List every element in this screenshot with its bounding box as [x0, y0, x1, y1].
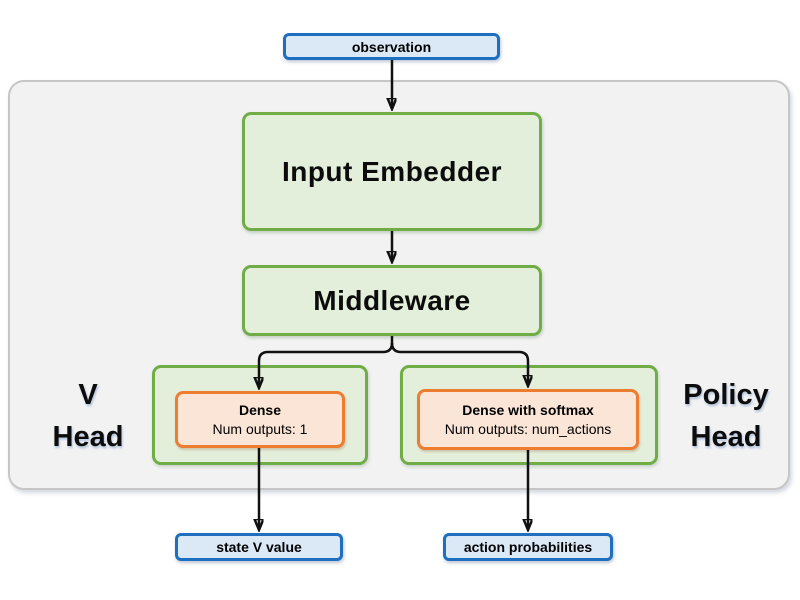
middleware-node: Middleware: [242, 265, 542, 336]
policy-head-label-line2: Head: [690, 421, 762, 453]
policy-head-dense-title: Dense with softmax: [462, 402, 594, 418]
v-head-dense-detail: Num outputs: 1: [212, 421, 308, 437]
action-probabilities-label: action probabilities: [463, 539, 593, 555]
observation-node: observation: [283, 33, 500, 60]
policy-head-label: Policy Head: [656, 373, 796, 459]
action-probabilities-node: action probabilities: [443, 533, 613, 561]
v-head-label: V Head: [28, 373, 148, 459]
input-embedder-label: Input Embedder: [281, 155, 503, 187]
v-head-dense-title: Dense: [238, 402, 282, 418]
policy-head-label-line1: Policy: [683, 379, 769, 411]
policy-head-dense-node: Dense with softmax Num outputs: num_acti…: [417, 389, 639, 450]
input-embedder-node: Input Embedder: [242, 112, 542, 231]
v-head-label-line1: V: [78, 379, 98, 411]
middleware-label: Middleware: [313, 284, 471, 316]
policy-head-dense-detail: Num outputs: num_actions: [444, 421, 612, 437]
state-v-value-node: state V value: [175, 533, 343, 561]
observation-label: observation: [351, 38, 432, 55]
state-v-value-label: state V value: [216, 539, 302, 555]
v-head-dense-node: Dense Num outputs: 1: [175, 391, 345, 448]
v-head-label-line2: Head: [52, 421, 124, 453]
